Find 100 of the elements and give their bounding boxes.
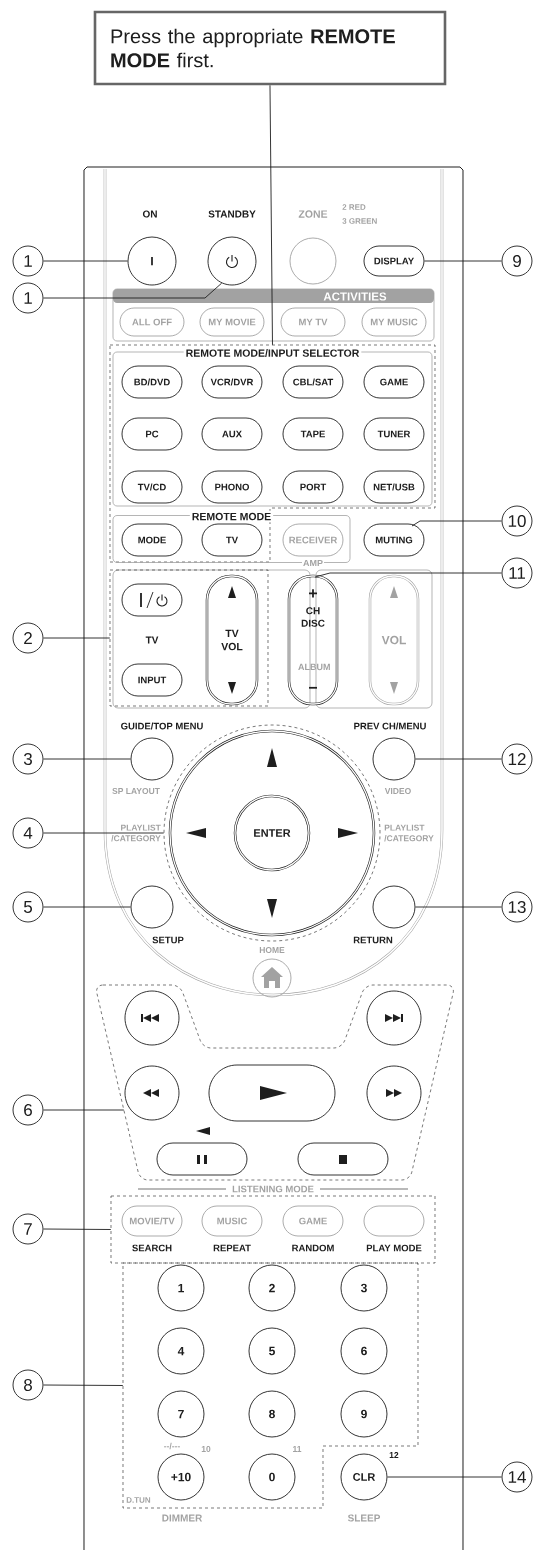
key-label: TV [145, 636, 159, 644]
button: PC [121, 417, 183, 451]
callout-number: 5 [12, 891, 44, 923]
button: MODE [121, 523, 183, 557]
button: +10 [157, 1453, 205, 1501]
key-label: REPEAT [213, 1244, 251, 1252]
button: MY MUSIC [361, 307, 427, 337]
button: TUNER [363, 417, 425, 451]
button [208, 1064, 336, 1122]
leader-line [424, 260, 502, 262]
leader-line [43, 906, 131, 908]
key-label: PLAYLIST /CATEGORY [111, 824, 161, 842]
rocker-button: VOL [368, 574, 420, 706]
button: I [127, 236, 177, 286]
button [297, 1142, 389, 1176]
button: INPUT [121, 663, 183, 697]
callout-number: 9 [501, 245, 533, 277]
key-label: SEARCH [132, 1244, 172, 1252]
leader-line [43, 758, 131, 760]
callout-number: 4 [12, 817, 44, 849]
button-label: 3 GREEN [342, 218, 377, 224]
button: 2 [248, 1264, 296, 1312]
button-label: 2 RED [342, 204, 366, 210]
button [124, 990, 180, 1046]
key-label: RANDOM [292, 1244, 334, 1252]
button: TAPE [282, 417, 344, 451]
button-label: ON [142, 210, 157, 218]
callout-number: 3 [12, 743, 44, 775]
button: BD/DVD [121, 365, 183, 399]
callout-number: 8 [12, 1369, 44, 1401]
key-label: GUIDE/TOP MENU [121, 722, 203, 730]
button: 4 [157, 1327, 205, 1375]
button: AUX [201, 417, 263, 451]
callout-number: 2 [12, 622, 44, 654]
button [366, 990, 422, 1046]
button: 9 [340, 1390, 388, 1438]
button: MUSIC [201, 1205, 263, 1237]
key-label: 12 [389, 1452, 399, 1458]
key-label: DIMMER [162, 1514, 203, 1522]
rocker-button: TV VOL [205, 574, 259, 706]
button: ALL OFF [119, 307, 185, 337]
button [366, 1065, 422, 1121]
leader-line [387, 1476, 502, 1478]
button: 8 [248, 1390, 296, 1438]
button [124, 1065, 180, 1121]
button: MUTING [363, 523, 425, 557]
button: TV/CD [121, 470, 183, 504]
leader-line [411, 520, 502, 527]
button: 1 [157, 1264, 205, 1312]
button: TV [201, 523, 263, 557]
leader-line [43, 1384, 124, 1386]
leader-line [269, 84, 273, 346]
key-label: PLAY MODE [366, 1244, 422, 1252]
button: 0 [248, 1453, 296, 1501]
key-label: PREV CH/MENU [354, 722, 426, 730]
button: MY TV [280, 307, 346, 337]
button-label: HOME [259, 947, 285, 953]
leader-line [43, 637, 111, 639]
leader-line [43, 1109, 125, 1111]
key-label: D.TUN [126, 1497, 151, 1503]
button: GAME [282, 1205, 344, 1237]
button: CLR [340, 1453, 388, 1501]
callout-number: 7 [12, 1213, 44, 1245]
button: ENTER [233, 794, 311, 872]
button: 6 [340, 1327, 388, 1375]
button [121, 583, 183, 617]
key-label: SLEEP [347, 1514, 381, 1522]
button: 3 [340, 1264, 388, 1312]
rocker-button: + CH DISC ALBUM − [287, 574, 339, 706]
button: MOVIE/TV [121, 1205, 183, 1237]
panel-label: AMP [302, 558, 324, 568]
button: DISPLAY [363, 245, 425, 277]
button-label: ZONE [298, 210, 328, 218]
button [156, 1142, 248, 1176]
callout-number: 11 [501, 557, 533, 589]
leader-line [314, 572, 502, 578]
key-label: --/--- [164, 1442, 180, 1450]
note-box: Press the appropriate REMOTE MODE first. [93, 10, 447, 86]
button: 5 [248, 1327, 296, 1375]
callout-number: 1 [12, 245, 44, 277]
key-label: SETUP [152, 936, 184, 944]
callout-number: 10 [501, 505, 533, 537]
leader-line [43, 260, 128, 262]
callout-number: 14 [501, 1461, 533, 1493]
button: 7 [157, 1390, 205, 1438]
key-label: 10 [201, 1446, 211, 1452]
leader-line [43, 832, 165, 834]
button: MY MOVIE [199, 307, 265, 337]
key-label: PLAYLIST /CATEGORY [384, 824, 434, 842]
callout-number: 12 [501, 743, 533, 775]
key-label: SP LAYOUT [112, 788, 160, 794]
leader-line [43, 282, 223, 299]
button: RECEIVER [282, 523, 344, 557]
key-label: RETURN [353, 936, 393, 944]
button: PORT [282, 470, 344, 504]
leader-line [43, 1228, 112, 1230]
button: GAME [363, 365, 425, 399]
callout-number: 13 [501, 891, 533, 923]
button: CBL/SAT [282, 365, 344, 399]
callout-number: 1 [12, 282, 44, 314]
